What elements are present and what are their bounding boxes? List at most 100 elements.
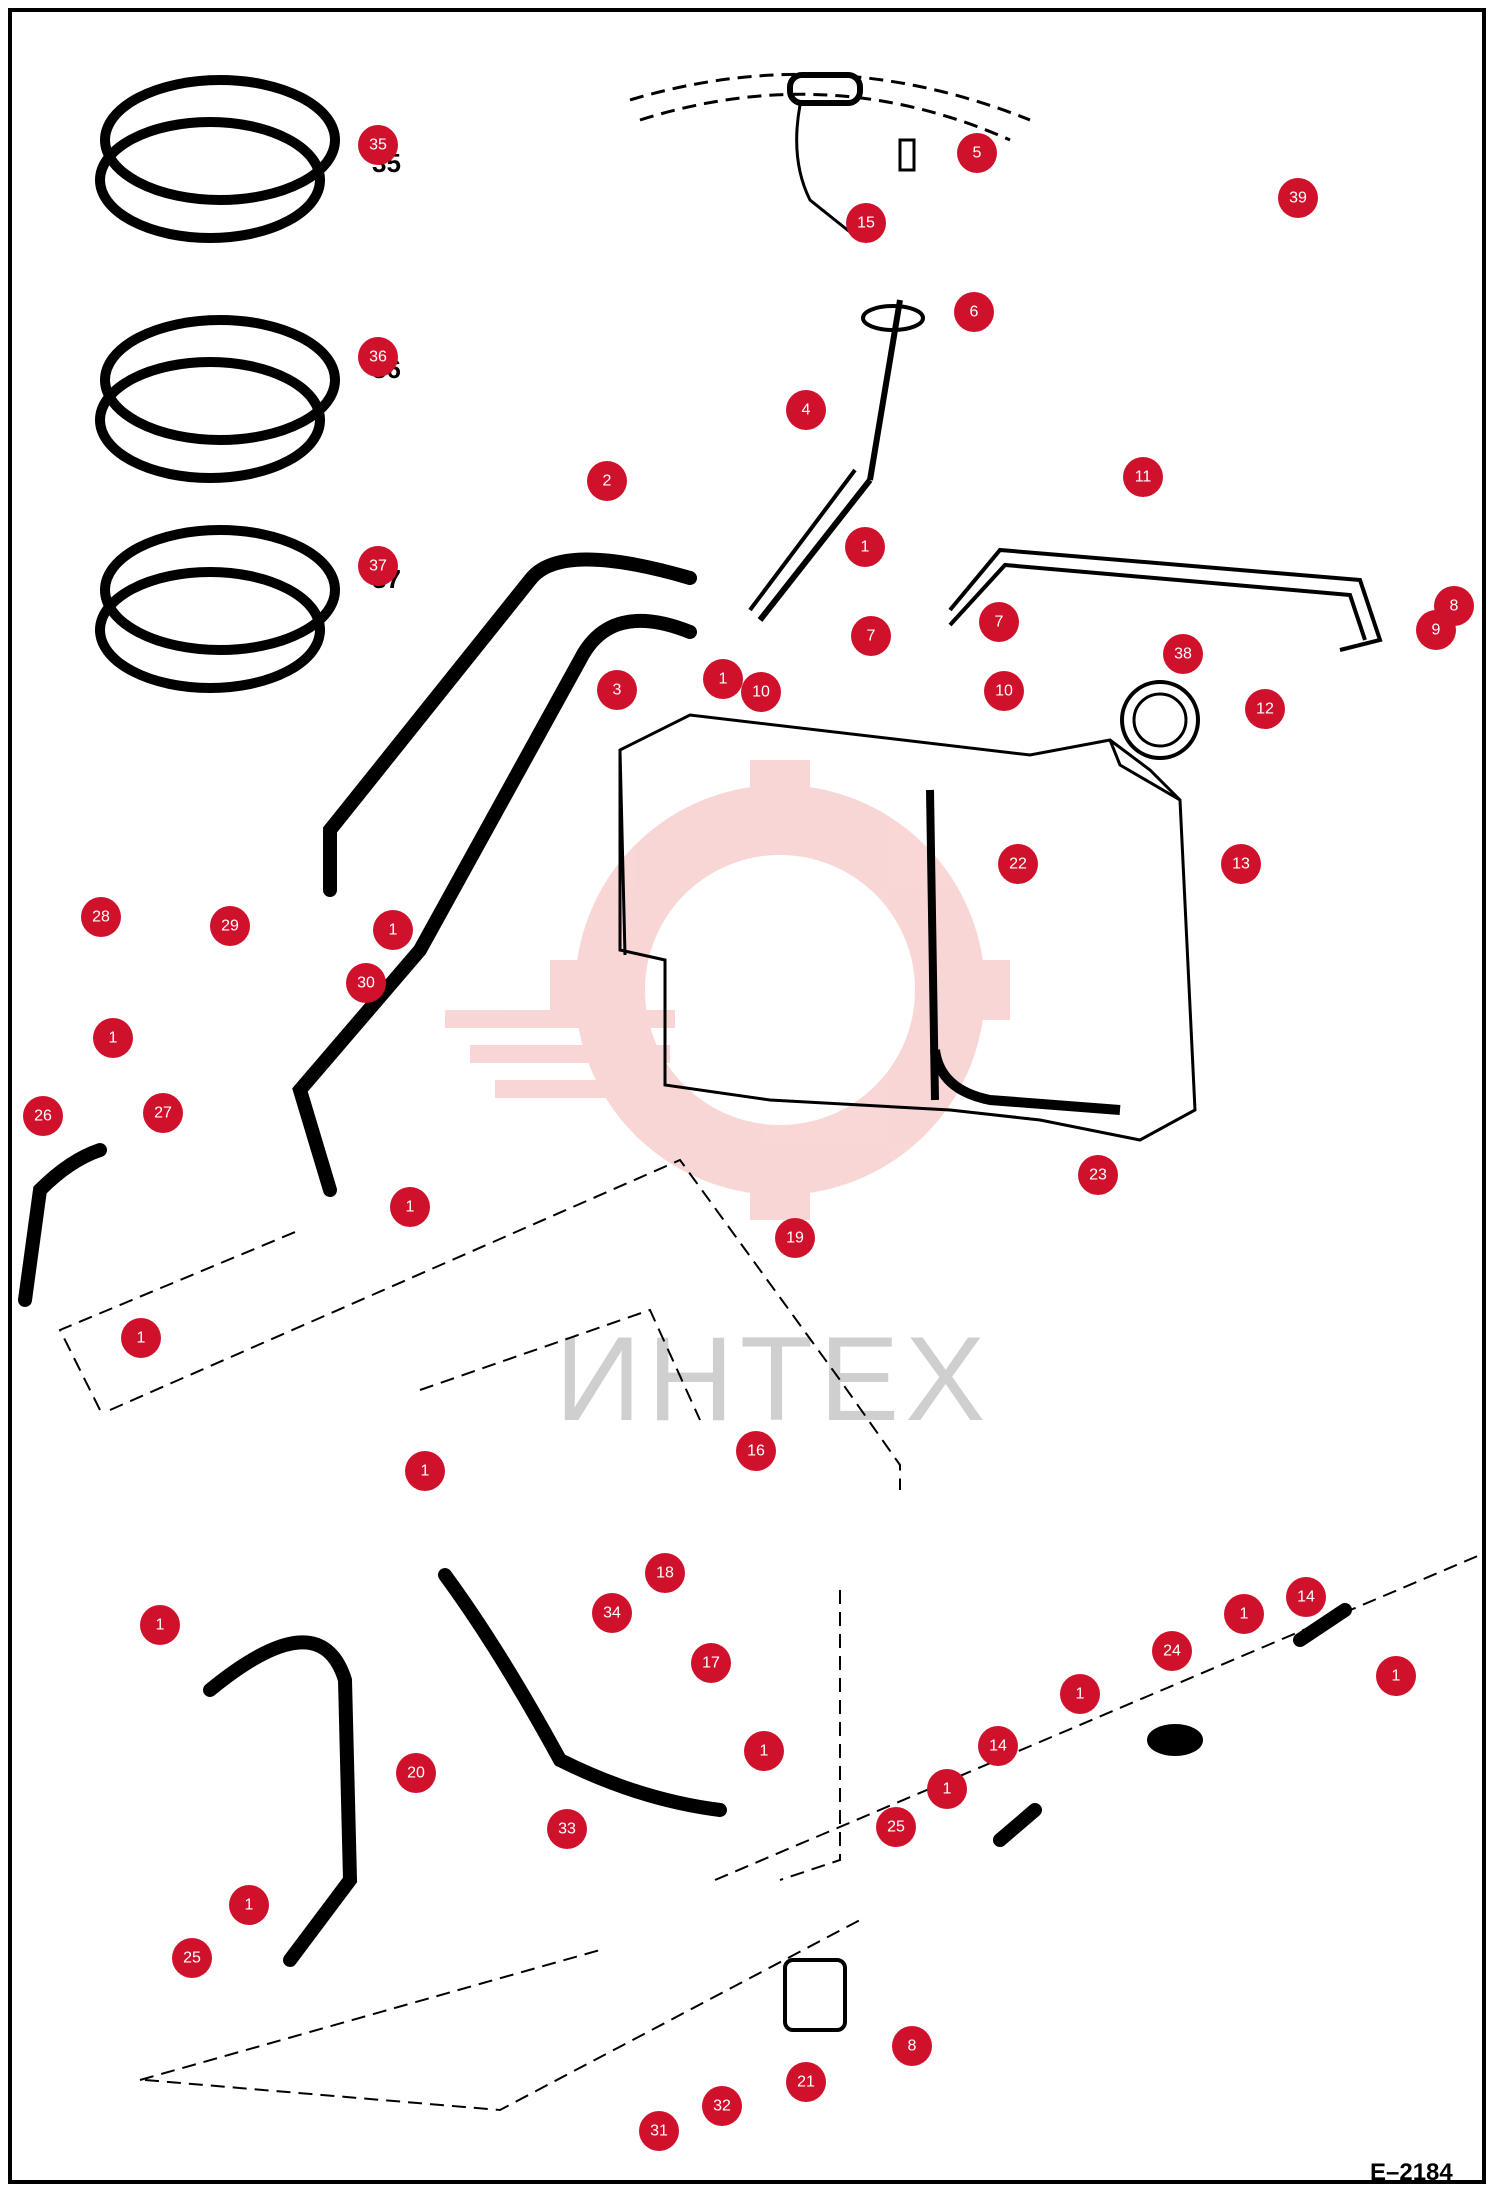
callout-number: 1 (406, 1199, 415, 1216)
callout-number: 24 (1163, 1643, 1181, 1660)
callout-number: 19 (786, 1230, 804, 1247)
callout-circle (1163, 634, 1203, 674)
callout-marker: 1 (229, 1885, 269, 1925)
callout-circle (736, 1431, 776, 1471)
callout-circle (851, 616, 891, 656)
callout-marker: 25 (172, 1938, 212, 1978)
callout-number: 1 (137, 1330, 146, 1347)
sending-unit (629, 72, 1031, 622)
callout-number: 18 (656, 1565, 674, 1582)
dashed-routes (58, 1158, 901, 2112)
callout-marker: 8 (892, 2026, 932, 2066)
callout-marker: 12 (1245, 689, 1285, 729)
callout-marker: 11 (1123, 457, 1163, 497)
callout-number: 32 (713, 2098, 731, 2115)
callout-circle (346, 963, 386, 1003)
callout-marker: 21 (786, 2062, 826, 2102)
callout-marker: 7 (979, 602, 1019, 642)
callout-number: 1 (760, 1743, 769, 1760)
callout-number: 30 (357, 975, 375, 992)
callout-number: 1 (389, 922, 398, 939)
callout-number: 20 (407, 1765, 425, 1782)
callout-number: 25 (183, 1950, 201, 1967)
callout-marker: 1 (93, 1018, 133, 1058)
callout-number: 1 (1076, 1686, 1085, 1703)
callout-number: 14 (1297, 1589, 1315, 1606)
callout-number: 7 (867, 628, 876, 645)
callout-number: 8 (908, 2038, 917, 2055)
callout-circle (23, 1096, 63, 1136)
callout-marker: 2 (587, 461, 627, 501)
return-hoses (292, 552, 697, 1197)
callout-number: 28 (92, 909, 110, 926)
callout-number: 34 (603, 1605, 621, 1622)
callout-number: 8 (1450, 598, 1459, 615)
callout-circle (998, 844, 1038, 884)
callout-marker: 32 (702, 2086, 742, 2126)
callout-number: 1 (109, 1030, 118, 1047)
callout-marker: 19 (775, 1218, 815, 1258)
callout-circle (140, 1605, 180, 1645)
callout-number: 31 (650, 2123, 668, 2140)
callout-number: 1 (943, 1781, 952, 1798)
callout-number: 12 (1256, 701, 1274, 718)
callout-marker: 1 (703, 659, 743, 699)
fuel-tank (618, 680, 1200, 1142)
callout-number: 1 (1240, 1606, 1249, 1623)
callout-number: 1 (1392, 1668, 1401, 1685)
callout-circle (358, 337, 398, 377)
callout-circle (390, 1187, 430, 1227)
callout-marker: 15 (846, 203, 886, 243)
callout-circle (358, 125, 398, 165)
callout-circle (979, 602, 1019, 642)
callout-circle (210, 906, 250, 946)
callout-marker: 16 (736, 1431, 776, 1471)
callout-marker: 1 (121, 1318, 161, 1358)
fuel-lines (18, 1143, 1352, 1967)
callout-number: 13 (1232, 856, 1250, 873)
callout-marker: 1 (845, 527, 885, 567)
callout-marker: 5 (957, 133, 997, 173)
callout-circle (703, 659, 743, 699)
callout-circle (691, 1643, 731, 1683)
callout-marker: 27 (143, 1093, 183, 1133)
bracket (948, 547, 1383, 652)
callout-circle (396, 1753, 436, 1793)
callout-marker: 1 (744, 1731, 784, 1771)
callout-marker: 7 (851, 616, 891, 656)
callout-marker: 20 (396, 1753, 436, 1793)
callout-marker: 3 (597, 670, 637, 710)
callout-circle (984, 671, 1024, 711)
callout-marker: 14 (978, 1726, 1018, 1766)
callout-number: 17 (702, 1655, 720, 1672)
callout-marker: 9 (1416, 610, 1456, 650)
callout-number: 16 (747, 1443, 765, 1460)
callout-circle (786, 2062, 826, 2102)
callout-number: 39 (1289, 190, 1307, 207)
callout-circle (1278, 178, 1318, 218)
callout-marker: 26 (23, 1096, 63, 1136)
callout-number: 15 (857, 215, 875, 232)
callout-marker: 39 (1278, 178, 1318, 218)
callout-circle (892, 2026, 932, 2066)
callout-circle (547, 1809, 587, 1849)
callout-marker: 13 (1221, 844, 1261, 884)
callout-circle (1286, 1577, 1326, 1617)
callout-number: 38 (1174, 646, 1192, 663)
callout-marker: 24 (1152, 1631, 1192, 1671)
callout-circle (639, 2111, 679, 2151)
callout-circle (876, 1807, 916, 1847)
callout-circle (702, 2086, 742, 2126)
callout-circle (1416, 610, 1456, 650)
callout-marker: 10 (741, 672, 781, 712)
callout-marker: 35 (358, 125, 398, 165)
fuel-filter (714, 1554, 1481, 2032)
callout-marker: 31 (639, 2111, 679, 2151)
callout-number: 33 (558, 1821, 576, 1838)
callout-marker: 1 (373, 910, 413, 950)
callout-circle (786, 390, 826, 430)
callout-circle (1376, 1656, 1416, 1696)
callout-number: 2 (603, 473, 612, 490)
callout-number: 6 (970, 304, 979, 321)
